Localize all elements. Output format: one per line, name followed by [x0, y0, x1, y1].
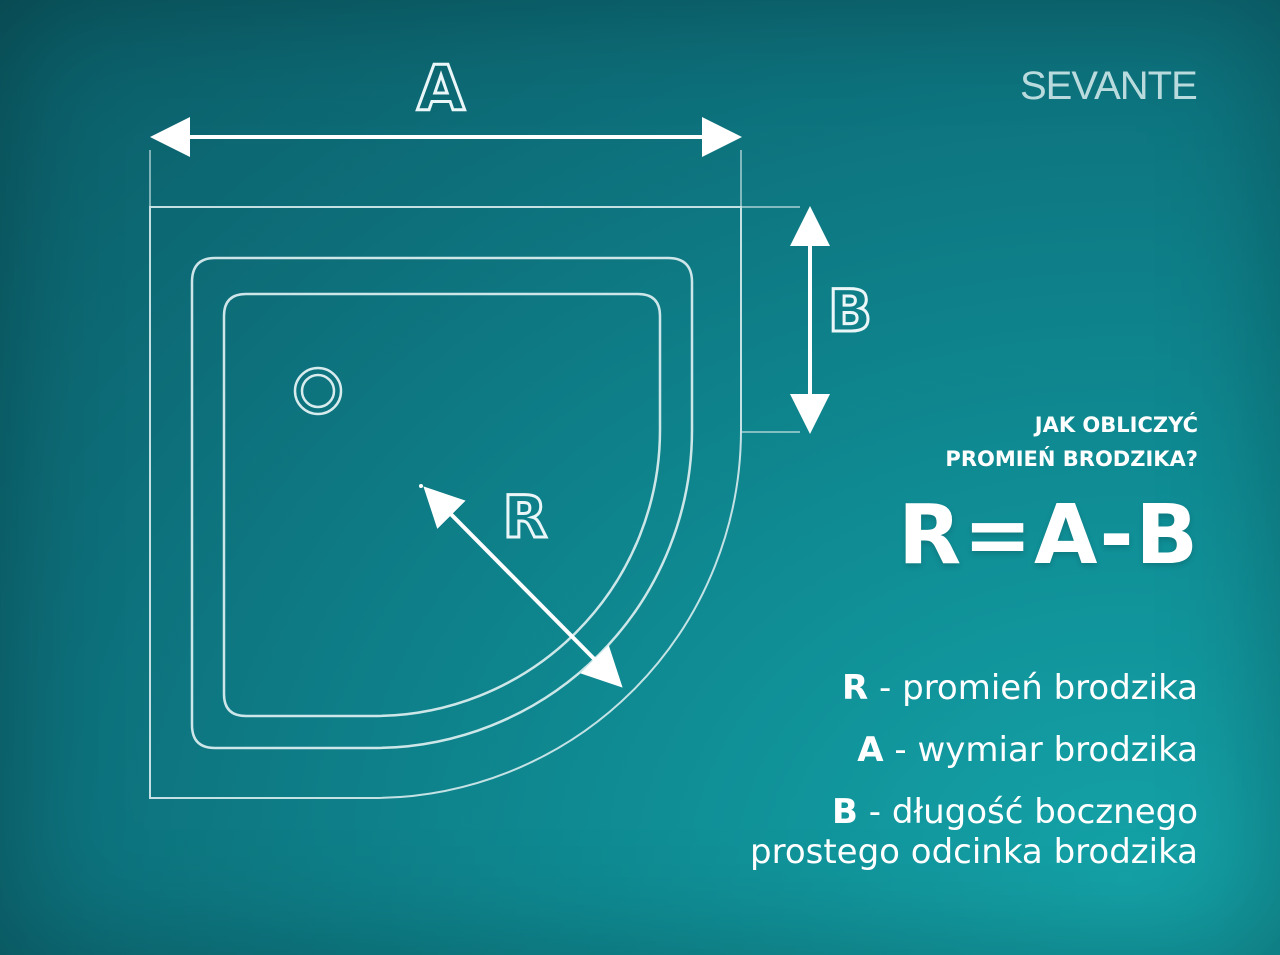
drain-outer-icon	[293, 366, 343, 416]
legend-text-r: - promień brodzika	[879, 668, 1198, 708]
radius-center-point	[419, 484, 423, 488]
tray-rim-outline	[190, 256, 694, 750]
legend-text-a: - wymiar brodzika	[894, 730, 1198, 770]
legend-item-b: B - długość bocznego prostego odcinka br…	[638, 792, 1198, 872]
radius-formula: R=A-B	[898, 488, 1200, 583]
tray-outer-outline	[149, 206, 742, 799]
heading: JAK OBLICZYĆ PROMIEŃ BRODZIKA?	[945, 408, 1198, 476]
label-b: B	[828, 277, 872, 345]
legend-text-b-line2: prostego odcinka brodzika	[750, 832, 1198, 872]
heading-line1: JAK OBLICZYĆ	[1034, 413, 1198, 437]
label-r: R	[503, 483, 548, 551]
label-a: A	[417, 52, 465, 125]
legend: R - promień brodzika A - wymiar brodzika…	[638, 668, 1198, 894]
sevante-logo: SEVANTE	[1020, 64, 1198, 108]
r-radius-arrow	[423, 486, 623, 688]
drain-inner-icon	[300, 373, 336, 409]
legend-item-a: A - wymiar brodzika	[638, 730, 1198, 770]
legend-key-b: B	[832, 792, 858, 832]
legend-key-r: R	[842, 668, 869, 708]
legend-item-r: R - promień brodzika	[638, 668, 1198, 708]
legend-key-a: A	[857, 730, 884, 770]
heading-line2: PROMIEŃ BRODZIKA?	[945, 447, 1198, 471]
legend-text-b: - długość bocznego	[868, 792, 1198, 832]
